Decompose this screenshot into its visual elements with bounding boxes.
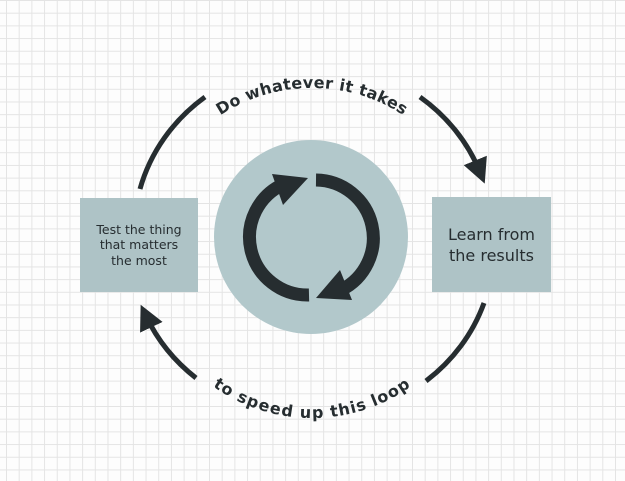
learn-box-label: Learn from the results [447, 224, 536, 265]
bottom-label: to speed up this loop [211, 374, 414, 422]
arrow-arc-upper-left [137, 94, 207, 190]
test-box: Test the thing that matters the most [80, 198, 198, 292]
arrow-arc-upper-right [418, 94, 487, 184]
arrow-arc-lower-right [424, 302, 487, 383]
center-circle [214, 140, 408, 334]
learn-box: Learn from the results [432, 197, 551, 292]
top-label: Do whatever it takes [213, 73, 412, 119]
arrow-arc-lower-left [140, 304, 198, 380]
test-box-label: Test the thing that matters the most [96, 221, 182, 268]
refresh-cycle-icon [243, 173, 380, 302]
